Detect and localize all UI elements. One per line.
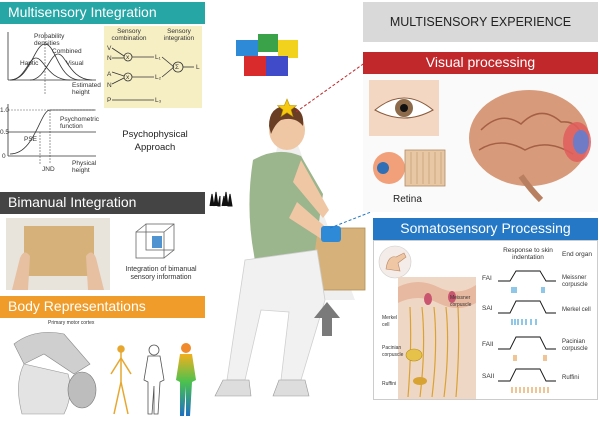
visual-processing-title: Visual processing — [425, 54, 536, 70]
approach-line2: Approach — [134, 142, 176, 153]
graph-label-half: 0.5 — [0, 129, 10, 136]
organ-ruffini: Ruffini — [562, 375, 597, 382]
eye-cross-section-illustration — [373, 149, 446, 187]
somatosensory-title: Somatosensory Processing — [400, 220, 571, 236]
row-type-saii: SAII — [482, 373, 495, 380]
label-l2: L₂ — [155, 74, 162, 81]
row-type-fai: FAI — [482, 275, 492, 282]
star-icon — [277, 98, 297, 118]
organ-ruffini-line1: Ruffini — [562, 375, 579, 381]
bimanual-integration-title: Bimanual Integration — [8, 194, 137, 210]
input-a: A — [107, 71, 112, 78]
sensory-integration-label: Sensory integration — [163, 28, 195, 42]
skin-label-pacinian: Pacinian corpuscle — [382, 345, 404, 358]
retina-label: Retina — [393, 194, 422, 205]
response-header: Response to skin indentation — [498, 247, 558, 261]
input-n2: N — [107, 82, 112, 89]
graph-label-zero: 0 — [2, 153, 6, 160]
organ-pacinian-line1: Pacinian — [562, 339, 586, 345]
colored-blocks-icon — [236, 34, 298, 76]
graph-label-physical-height: Physical height — [72, 160, 97, 174]
organ-merkel-line1: Merkel cell — [562, 307, 591, 313]
visual-processing-header: Visual processing — [363, 52, 598, 74]
graph-label-jnd: JND — [42, 166, 55, 173]
label-x2: x — [126, 74, 130, 81]
hands-icon-pair — [209, 191, 233, 207]
multisensory-integration-title: Multisensory Integration — [8, 4, 157, 20]
bimanual-caption-line2: sensory information — [130, 274, 192, 281]
graph-label-psychometric: Psychometric function — [60, 116, 100, 130]
psychophysical-approach: Psychophysical Approach — [110, 128, 200, 154]
somatosensory-header: Somatosensory Processing — [373, 218, 598, 240]
graph-label-combined: Combined — [52, 48, 82, 55]
bimanual-caption-line1: Integration of bimanual — [125, 266, 197, 273]
graph-label-visual: Visual — [66, 60, 84, 67]
multisensory-experience-banner: MULTISENSORY EXPERIENCE — [363, 2, 598, 42]
organ-merkel: Merkel cell — [562, 307, 597, 314]
response-traces — [498, 270, 556, 393]
graph-label-pse: PSE — [24, 136, 38, 143]
skin-label-meissner: Meissner corpuscle — [450, 295, 472, 308]
visual-panel: Retina — [363, 74, 598, 212]
eye-closeup-illustration — [369, 80, 439, 136]
person-lifting-illustration — [214, 105, 366, 397]
label-x1: x — [126, 54, 130, 61]
multisensory-experience-title: MULTISENSORY EXPERIENCE — [389, 15, 572, 29]
body-representations-title: Body Representations — [8, 298, 146, 314]
outline-body-icon — [143, 344, 165, 415]
probability-density-graph — [7, 32, 96, 164]
primary-motor-cortex-label: Primary motor cortex — [48, 320, 95, 326]
graph-label-estimated-height: Estimated height — [72, 82, 101, 96]
connector-lines — [295, 61, 377, 229]
up-arrow-icon — [314, 302, 340, 336]
graph-label-one: 1.0 — [0, 107, 10, 114]
response-header-line1: Response to skin — [503, 247, 553, 254]
organ-pacinian-line2: corpuscle — [562, 346, 588, 352]
hands-box-illustration — [6, 218, 110, 290]
input-p: P — [107, 97, 112, 104]
sensory-flow-diagram — [111, 47, 194, 101]
body-panel: Primary motor cortex — [0, 318, 205, 423]
skin-label-ruffini: Ruffini — [382, 381, 397, 387]
multisensory-integration-header: Multisensory Integration — [0, 2, 205, 24]
organ-meissner-line1: Meissner — [562, 275, 587, 281]
skin-cross-section — [398, 277, 476, 399]
response-header-line2: indentation — [512, 254, 544, 261]
label-l3: L₃ — [155, 97, 162, 104]
psychophysical-panel: Probability densities Combined Haptic Vi… — [0, 24, 205, 186]
end-organ-header: End organ — [562, 251, 592, 258]
skin-label-merkel: Merkel cell — [382, 315, 398, 328]
homunculus-illustration — [13, 332, 97, 415]
label-l: L — [196, 64, 200, 71]
sensory-combination-label: Sensory combination — [111, 28, 147, 42]
organ-meissner-line2: corpuscle — [562, 282, 588, 288]
bimanual-caption: Integration of bimanual sensory informat… — [118, 266, 204, 282]
body-representations-header: Body Representations — [0, 296, 205, 318]
brain-illustration — [469, 90, 591, 203]
row-type-sai: SAI — [482, 305, 493, 312]
label-l1: L₁ — [155, 54, 161, 61]
bimanual-cube-icon — [135, 223, 175, 259]
organ-pacinian: Pacinian corpuscle — [562, 339, 597, 353]
heatmap-body-icon — [176, 343, 196, 416]
input-v: V — [107, 45, 112, 52]
organ-meissner: Meissner corpuscle — [562, 275, 597, 289]
graph-label-probability: Probability densities — [34, 33, 65, 47]
input-n: N — [107, 55, 112, 62]
stick-figure-icon — [110, 345, 132, 415]
row-type-faii: FAII — [482, 341, 494, 348]
bimanual-panel: Integration of bimanual sensory informat… — [0, 214, 205, 292]
somatosensory-panel: Meissner corpuscle Merkel cell Pacinian … — [373, 240, 598, 400]
approach-line1: Psychophysical — [122, 129, 188, 140]
label-sigma: Σ — [175, 64, 180, 71]
graph-label-haptic: Haptic — [20, 60, 39, 67]
hand-touch-icon — [378, 245, 412, 279]
bimanual-integration-header: Bimanual Integration — [0, 192, 205, 214]
